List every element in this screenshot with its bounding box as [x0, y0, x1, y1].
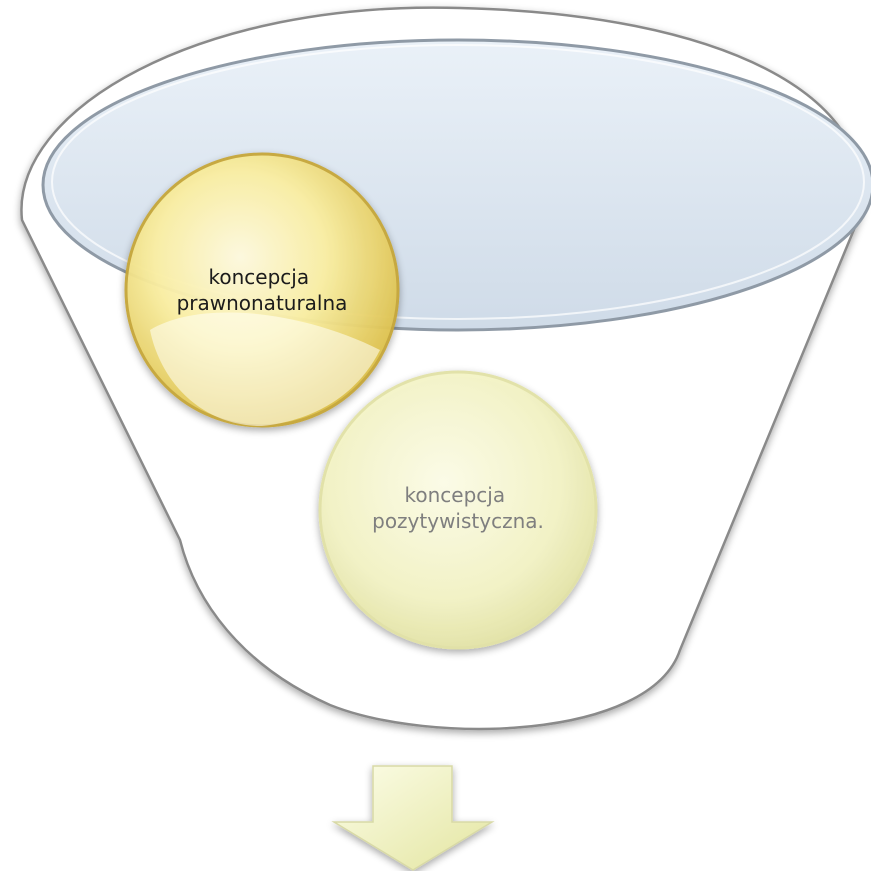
- funnel-rim-highlight: [51, 44, 865, 320]
- circle-primary-label: koncepcja prawnonaturalna: [177, 265, 348, 315]
- circle-secondary-shape: [318, 370, 598, 650]
- circle-primary-label-line2: prawnonaturalna: [177, 291, 348, 315]
- circle-secondary: koncepcja pozytywistyczna.: [318, 370, 598, 650]
- circle-primary: koncepcja prawnonaturalna: [124, 152, 400, 428]
- circle-secondary-label: koncepcja pozytywistyczna.: [372, 483, 544, 533]
- circle-primary-label-line1: koncepcja: [209, 265, 310, 289]
- down-arrow-shape: [331, 765, 495, 871]
- circle-secondary-label-line2: pozytywistyczna.: [372, 509, 544, 533]
- down-arrow-icon: [331, 765, 495, 871]
- circle-primary-gloss: [150, 312, 380, 426]
- circle-secondary-label-line1: koncepcja: [405, 483, 506, 507]
